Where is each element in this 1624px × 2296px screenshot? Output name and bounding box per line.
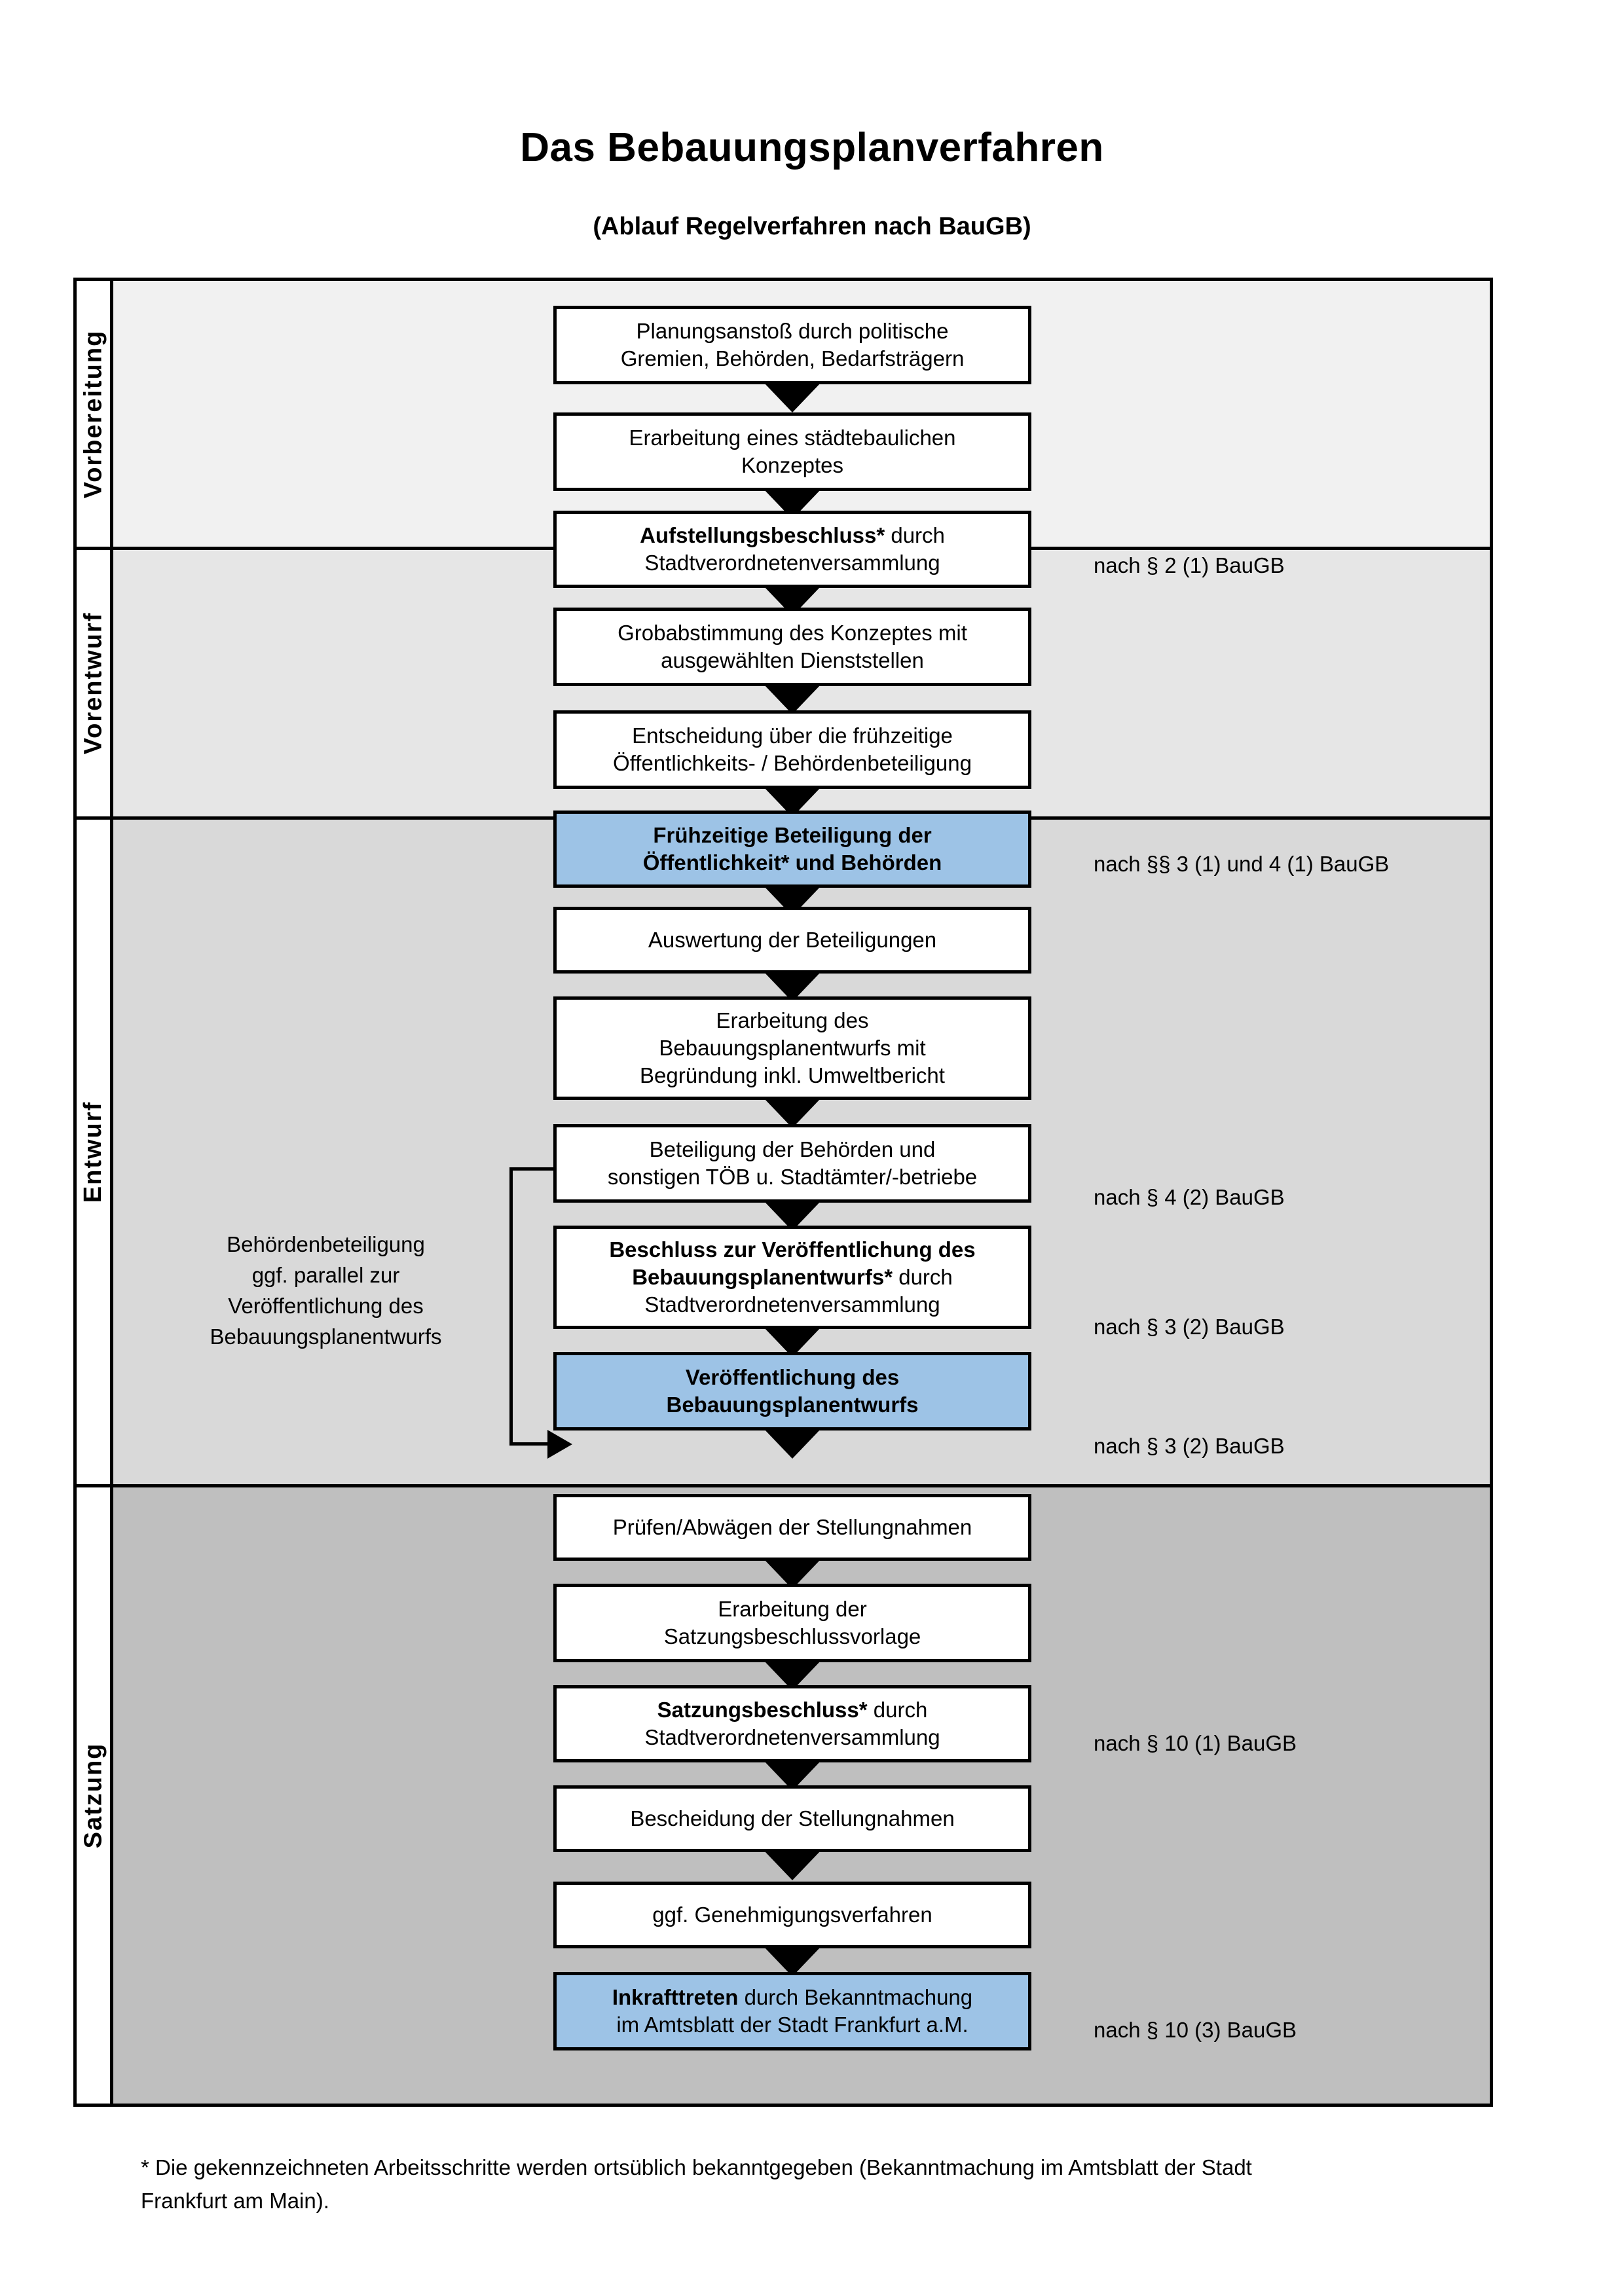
- side-note-line1: Behördenbeteiligung: [227, 1232, 425, 1256]
- step-entscheidung-fruehzeitige[interactable]: Entscheidung über die frühzeitige Öffent…: [553, 710, 1031, 789]
- step-veroeffentlichung-entwurf[interactable]: Veröffentlichung des Bebauungsplanentwur…: [553, 1352, 1031, 1430]
- step-veroeffentlichung-line1: Veröffentlichung des: [685, 1364, 900, 1389]
- side-note-line4: Bebauungsplanentwurfs: [210, 1324, 442, 1349]
- arrow-genehmigung-to-inkrafttreten: [764, 1946, 821, 1977]
- step-satzungsbeschluss-bold: Satzungsbeschluss*: [657, 1697, 868, 1722]
- branch-connector-top-segment: [509, 1167, 555, 1171]
- phase-label-entwurf: Entwurf: [77, 820, 110, 1484]
- step-satzungsvorlage-line2: Satzungsbeschlussvorlage: [663, 1624, 921, 1649]
- step-satzungsbeschluss-line1: Satzungsbeschluss* durch: [644, 1696, 940, 1724]
- legal-note-par10-1: nach § 10 (1) BauGB: [1094, 1731, 1297, 1755]
- diagram-frame: [73, 278, 1493, 2107]
- step-aufstellungsbeschluss-rest: durch: [885, 522, 945, 547]
- step-beschluss-line2: Bebauungsplanentwurfs* durch: [609, 1264, 975, 1291]
- arrow-bescheidung-to-genehmigung: [764, 1850, 821, 1880]
- step-bescheidung-line1: Bescheidung der Stellungnahmen: [630, 1806, 955, 1831]
- step-genehmigung-line1: ggf. Genehmigungsverfahren: [652, 1902, 932, 1927]
- step-auswertung-beteiligungen[interactable]: Auswertung der Beteiligungen: [553, 907, 1031, 974]
- step-erarbeitung-line3: Begründung inkl. Umweltbericht: [640, 1063, 945, 1088]
- step-satzungsbeschluss-rest: durch: [867, 1697, 928, 1722]
- arrow-planungsanstoss-to-konzept: [764, 382, 821, 412]
- step-grobabstimmung[interactable]: Grobabstimmung des Konzeptes mit ausgewä…: [553, 608, 1031, 686]
- page-title: Das Bebauungsplanverfahren: [520, 125, 1104, 170]
- footnote-line1: * Die gekennzeichneten Arbeitsschritte w…: [141, 2155, 1252, 2179]
- branch-connector-arrowhead-icon: [547, 1430, 572, 1459]
- step-konzept-line1: Erarbeitung eines städtebaulichen: [629, 425, 956, 450]
- arrow-veroeffentlichung-to-pruefen: [764, 1429, 821, 1459]
- step-beschluss-veroeffentlichung[interactable]: Beschluss zur Veröffentlichung des Bebau…: [553, 1226, 1031, 1329]
- step-erarbeitung-line1: Erarbeitung des: [716, 1008, 869, 1032]
- step-planungsanstoss-line1: Planungsanstoß durch politische: [636, 318, 949, 343]
- page-subtitle: (Ablauf Regelverfahren nach BauGB): [593, 213, 1031, 240]
- step-inkrafttreten-rest: durch Bekanntmachung: [738, 1984, 973, 2009]
- step-erarbeitung-line2: Bebauungsplanentwurfs mit: [659, 1035, 926, 1060]
- step-beschluss-bold2: Bebauungsplanentwurfs*: [632, 1264, 893, 1289]
- step-grobabstimmung-line2: ausgewählten Dienststellen: [661, 648, 924, 672]
- step-veroeffentlichung-line2: Bebauungsplanentwurfs: [666, 1393, 919, 1417]
- step-genehmigungsverfahren[interactable]: ggf. Genehmigungsverfahren: [553, 1882, 1031, 1948]
- phase-label-vorbereitung-text: Vorbereitung: [79, 329, 107, 498]
- side-note-line3: Veröffentlichung des: [228, 1293, 424, 1318]
- phase-separator-3: [73, 1484, 1493, 1487]
- step-pruefen-line1: Prüfen/Abwägen der Stellungnahmen: [612, 1514, 972, 1539]
- step-auswertung-line1: Auswertung der Beteiligungen: [648, 927, 937, 952]
- step-beteiligung-behoerden[interactable]: Beteiligung der Behörden und sonstigen T…: [553, 1124, 1031, 1203]
- step-beschluss-rest: durch: [893, 1264, 953, 1289]
- step-fruehbeteiligung-line2: Öffentlichkeit* und Behörden: [642, 850, 942, 875]
- phase-label-satzung: Satzung: [77, 1487, 110, 2104]
- step-aufstellungsbeschluss-line2: Stadtverordnetenversammlung: [644, 551, 940, 575]
- branch-connector-vertical-segment: [509, 1167, 513, 1446]
- phase-label-vorentwurf-text: Vorentwurf: [79, 611, 107, 755]
- step-aufstellungsbeschluss-bold: Aufstellungsbeschluss*: [640, 522, 885, 547]
- step-behoerden-line2: sonstigen TÖB u. Stadtämter/-betriebe: [607, 1165, 978, 1189]
- step-fruehbeteiligung-line1: Frühzeitige Beteiligung der: [653, 822, 932, 847]
- side-note-line2: ggf. parallel zur: [251, 1262, 400, 1287]
- step-bescheidung-stellungnahmen[interactable]: Bescheidung der Stellungnahmen: [553, 1785, 1031, 1852]
- footnote-line2: Frankfurt am Main).: [141, 2189, 329, 2214]
- step-aufstellungsbeschluss[interactable]: Aufstellungsbeschluss* durch Stadtverord…: [553, 511, 1031, 588]
- step-grobabstimmung-line1: Grobabstimmung des Konzeptes mit: [618, 620, 967, 645]
- legal-note-par4-2: nach § 4 (2) BauGB: [1094, 1185, 1285, 1209]
- step-staedtebauliches-konzept[interactable]: Erarbeitung eines städtebaulichen Konzep…: [553, 412, 1031, 491]
- arrow-erarbeitung-to-behoerdenbeteiligung: [764, 1098, 821, 1128]
- step-aufstellungsbeschluss-line1: Aufstellungsbeschluss* durch: [640, 522, 945, 549]
- legal-note-par3-2-b: nach § 3 (2) BauGB: [1094, 1434, 1285, 1458]
- legal-note-par2-1: nach § 2 (1) BauGB: [1094, 553, 1285, 577]
- legal-note-par3-2-a: nach § 3 (2) BauGB: [1094, 1315, 1285, 1339]
- footnote: * Die gekennzeichneten Arbeitsschritte w…: [141, 2151, 1503, 2217]
- step-inkrafttreten[interactable]: Inkrafttreten durch Bekanntmachung im Am…: [553, 1972, 1031, 2050]
- step-satzungsbeschluss-line2: Stadtverordnetenversammlung: [644, 1725, 940, 1749]
- phase-label-vorentwurf: Vorentwurf: [77, 550, 110, 816]
- step-satzungsbeschluss[interactable]: Satzungsbeschluss* durch Stadtverordnete…: [553, 1685, 1031, 1762]
- step-inkrafttreten-line1: Inkrafttreten durch Bekanntmachung: [612, 1984, 972, 2011]
- step-erarbeitung-bebauungsplanentwurf[interactable]: Erarbeitung des Bebauungsplanentwurfs mi…: [553, 996, 1031, 1100]
- step-inkrafttreten-line2: im Amtsblatt der Stadt Frankfurt a.M.: [616, 2013, 969, 2037]
- step-inkrafttreten-bold: Inkrafttreten: [612, 1984, 739, 2009]
- step-planungsanstoss-line2: Gremien, Behörden, Bedarfsträgern: [620, 346, 965, 371]
- side-note-behoerdenbeteiligung: Behördenbeteiligung ggf. parallel zur Ve…: [147, 1230, 504, 1352]
- step-entscheidung-line1: Entscheidung über die frühzeitige: [632, 723, 953, 748]
- step-erarbeitung-satzungsvorlage[interactable]: Erarbeitung der Satzungsbeschlussvorlage: [553, 1584, 1031, 1662]
- phase-gutter-divider: [110, 278, 113, 2107]
- step-konzept-line2: Konzeptes: [741, 453, 843, 477]
- legal-note-par3-1-4-1: nach §§ 3 (1) und 4 (1) BauGB: [1094, 852, 1390, 876]
- arrow-grobabstimmung-to-entscheidung: [764, 684, 821, 714]
- branch-connector-bottom-segment: [509, 1442, 550, 1446]
- phase-label-vorbereitung: Vorbereitung: [77, 281, 110, 547]
- step-planungsanstoss[interactable]: Planungsanstoß durch politische Gremien,…: [553, 306, 1031, 384]
- step-satzungsvorlage-line1: Erarbeitung der: [718, 1596, 867, 1621]
- legal-note-par10-3: nach § 10 (3) BauGB: [1094, 2018, 1297, 2042]
- step-behoerden-line1: Beteiligung der Behörden und: [649, 1137, 936, 1161]
- phase-label-satzung-text: Satzung: [79, 1742, 107, 1849]
- step-pruefen-abwaegen[interactable]: Prüfen/Abwägen der Stellungnahmen: [553, 1494, 1031, 1561]
- step-beschluss-line3: Stadtverordnetenversammlung: [644, 1292, 940, 1317]
- step-entscheidung-line2: Öffentlichkeits- / Behördenbeteiligung: [613, 751, 972, 775]
- step-beschluss-line1: Beschluss zur Veröffentlichung des: [609, 1236, 975, 1264]
- step-beschluss-bold1: Beschluss zur Veröffentlichung des: [609, 1237, 976, 1262]
- step-fruehzeitige-beteiligung[interactable]: Frühzeitige Beteiligung der Öffentlichke…: [553, 811, 1031, 888]
- phase-label-entwurf-text: Entwurf: [79, 1101, 107, 1203]
